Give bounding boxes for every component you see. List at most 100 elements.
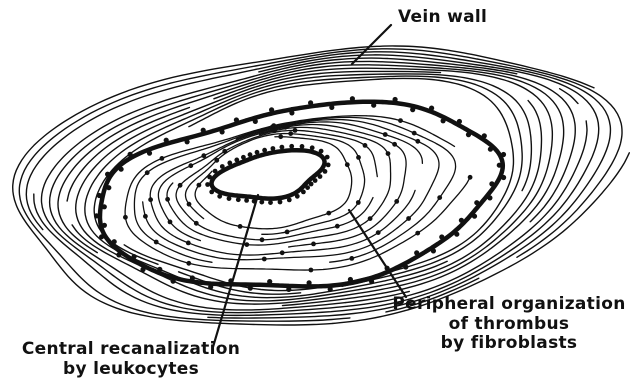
fibroblast-dot	[267, 279, 272, 284]
fibroblast-dot	[398, 118, 403, 123]
leukocyte-dot	[248, 152, 253, 157]
fibroblast-dot	[329, 105, 334, 110]
fibroblast-dot	[201, 128, 206, 133]
fibroblast-dot	[143, 214, 148, 219]
peripheral-organization-line-1: Peripheral organization	[384, 295, 634, 315]
fibroblast-dot	[309, 268, 314, 273]
leukocyte-dot	[262, 148, 267, 153]
fibroblast-dot	[106, 185, 111, 190]
fibroblast-dot	[414, 250, 419, 255]
fibroblast-dot	[308, 100, 313, 105]
vein-wall-label: Vein wall	[398, 8, 487, 28]
leukocyte-dot	[207, 175, 212, 180]
fibroblast-dot	[99, 234, 104, 239]
fibroblast-dot	[459, 218, 464, 223]
fibroblast-dot	[454, 232, 459, 237]
fibroblast-dot	[214, 158, 219, 163]
fibroblast-dot	[286, 287, 291, 292]
fibroblast-dot	[371, 103, 376, 108]
fibroblast-dot	[154, 240, 159, 245]
peripheral-organization-line-2: of thrombus	[384, 315, 634, 335]
fibroblast-dot	[439, 234, 444, 239]
fibroblast-dot	[410, 107, 415, 112]
leukocyte-dot	[271, 146, 276, 151]
fibroblast-dot	[260, 237, 265, 242]
vein-wall-layer-line	[26, 52, 610, 318]
fibroblast-dot	[288, 131, 293, 136]
peripheral-organization-line-3: by fibroblasts	[384, 334, 634, 354]
leukocyte-dot	[234, 158, 239, 163]
leukocyte-dot	[310, 145, 315, 150]
fibroblast-dot	[186, 261, 191, 266]
fibroblast-dot	[307, 280, 312, 285]
leukocyte-dot	[326, 163, 331, 168]
fibroblast-dot	[157, 267, 162, 272]
fibroblast-dot	[132, 254, 137, 259]
fibroblast-dot	[412, 131, 417, 136]
fibroblast-dot	[383, 132, 388, 137]
fibroblast-dot	[394, 199, 399, 204]
vein-wall-layer-line	[560, 89, 578, 104]
fibroblast-dot	[441, 118, 446, 123]
fibroblast-dot	[369, 279, 374, 284]
fibroblast-dot	[349, 256, 354, 261]
fibroblast-dot	[222, 149, 227, 154]
fibroblast-dot	[403, 264, 408, 269]
fibroblast-dot	[345, 162, 350, 167]
fibroblast-dot	[140, 267, 145, 272]
fibroblast-dot	[328, 287, 333, 292]
leukocyte-dot	[295, 194, 300, 199]
central-recanalization-line-1: Central recanalization	[2, 340, 260, 360]
fibroblast-dot	[186, 241, 191, 246]
fibroblast-dot	[466, 132, 471, 137]
vein-wall-layer-line	[19, 49, 622, 321]
fibroblast-dot	[201, 153, 206, 158]
peripheral-organization-label: Peripheral organization of thrombus by f…	[384, 295, 634, 354]
leukocyte-dot	[259, 200, 264, 205]
fibroblast-dot	[119, 167, 124, 172]
fibroblast-dot	[488, 147, 493, 152]
fibroblast-dot	[220, 129, 225, 134]
leukocyte-dot	[323, 169, 328, 174]
fibroblast-dot	[147, 151, 152, 156]
fibroblast-dot	[431, 248, 436, 253]
leukocyte-dot	[289, 144, 294, 149]
fibroblast-dot	[437, 195, 442, 200]
fibroblast-dot	[293, 128, 298, 133]
fibroblast-dot	[116, 252, 121, 257]
central-recanalization-line-2: by leukocytes	[2, 360, 260, 380]
fibroblast-dot	[392, 142, 397, 147]
fibroblast-dot	[244, 242, 249, 247]
fibroblast-dot	[148, 197, 153, 202]
fibroblast-dot	[102, 204, 107, 209]
fibroblast-dot	[145, 170, 150, 175]
fibroblast-dot	[280, 250, 285, 255]
fibroblast-dot	[415, 231, 420, 236]
fibroblast-dot	[429, 106, 434, 111]
fibroblast-dot	[356, 155, 361, 160]
fibroblast-dot	[335, 224, 340, 229]
fibroblast-dot	[497, 163, 502, 168]
fibroblast-dot	[457, 119, 462, 124]
fibroblast-dot	[194, 221, 199, 226]
fibroblast-dot	[415, 139, 420, 144]
leukocyte-dot	[213, 169, 218, 174]
leukocyte-dot	[301, 190, 306, 195]
fibroblast-dot	[259, 128, 264, 133]
leukocyte-dot	[318, 174, 323, 179]
fibroblast-dot	[269, 107, 274, 112]
fibroblast-dot	[188, 163, 193, 168]
fibroblast-dot	[94, 213, 99, 218]
fibroblast-dot	[289, 110, 294, 115]
leukocyte-dot	[241, 155, 246, 160]
leukocyte-dot	[305, 185, 310, 190]
fibroblast-dot	[168, 220, 173, 225]
leukocyte-dot	[313, 178, 318, 183]
leukocyte-dot	[209, 190, 214, 195]
fibroblast-dot	[356, 200, 361, 205]
fibroblast-dot	[368, 216, 373, 221]
fibroblast-dot	[393, 97, 398, 102]
fibroblast-dot	[112, 239, 117, 244]
fibroblast-dot	[185, 139, 190, 144]
fibroblast-dot	[501, 152, 506, 157]
